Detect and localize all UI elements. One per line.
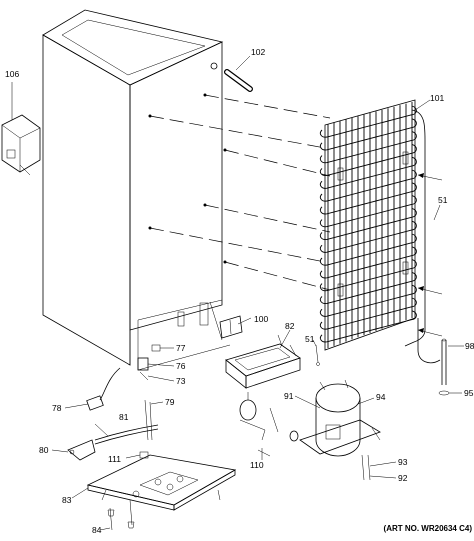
parts-93-92-bolts — [361, 454, 371, 481]
coil-screw-arrows — [417, 173, 443, 337]
part-110-wiring — [239, 392, 299, 457]
coil-loop — [319, 297, 417, 330]
coil-loop — [319, 195, 417, 228]
coil-loop — [319, 118, 417, 151]
callout-81: 81 — [119, 412, 129, 422]
parts-77-76-73 — [137, 344, 161, 381]
callout-91: 91 — [284, 391, 294, 401]
coil-fins — [327, 102, 413, 348]
callout-51-pan: 51 — [305, 334, 315, 344]
callout-98: 98 — [465, 341, 474, 351]
coil-loop — [319, 169, 417, 202]
art-number: (ART NO. WR20634 C4) — [384, 524, 473, 533]
callout-80: 80 — [39, 445, 49, 455]
coil-loop — [319, 284, 417, 317]
part-78-power-cord — [86, 367, 121, 411]
part-106-box — [1, 114, 41, 176]
callout-94: 94 — [376, 392, 386, 402]
coil-loop — [319, 182, 417, 215]
coil-loop — [319, 259, 417, 292]
callout-102: 102 — [251, 47, 265, 57]
callout-110: 110 — [250, 460, 264, 470]
part-84-screws — [107, 499, 135, 531]
leader-lines — [11, 55, 464, 531]
callout-101: 101 — [430, 93, 444, 103]
coil-loop — [319, 310, 417, 343]
callout-83: 83 — [62, 495, 72, 505]
mounting-lines — [148, 93, 331, 291]
part-98-tube — [438, 338, 450, 396]
callout-77: 77 — [176, 343, 186, 353]
part-82-drain-pan — [225, 334, 301, 389]
cabinet — [42, 9, 231, 371]
callout-labels: 106 102 101 51 100 82 51 77 76 73 79 78 … — [5, 47, 474, 535]
coil-loop — [319, 207, 417, 240]
callout-79: 79 — [165, 397, 175, 407]
coil-loop — [319, 271, 417, 304]
callout-111: 111 — [108, 454, 121, 464]
callout-84: 84 — [92, 525, 102, 535]
part-83-base-plate — [86, 451, 237, 511]
coil-loop — [319, 233, 417, 266]
callout-95: 95 — [464, 388, 474, 398]
part-94-compressor — [299, 379, 381, 457]
callout-100: 100 — [254, 314, 268, 324]
callout-78: 78 — [52, 403, 62, 413]
coil-loop — [319, 143, 417, 176]
callout-92: 92 — [398, 473, 408, 483]
coil-loop — [319, 131, 417, 164]
part-102-drier — [210, 62, 253, 92]
coil-loop — [319, 105, 417, 138]
callout-73: 73 — [176, 376, 186, 386]
callout-82: 82 — [285, 321, 295, 331]
callout-93: 93 — [398, 457, 408, 467]
part-80-clamp — [67, 439, 96, 461]
callout-76: 76 — [176, 361, 186, 371]
coil-loops — [319, 105, 417, 343]
callout-51-coil: 51 — [438, 195, 448, 205]
coil-loop — [319, 220, 417, 253]
part-100-bracket — [219, 315, 243, 339]
coil-loop — [319, 246, 417, 279]
callout-106: 106 — [5, 69, 19, 79]
coil-loop — [319, 156, 417, 189]
part-51-screw — [315, 344, 320, 366]
condenser-coil — [319, 99, 441, 364]
parts-81-79-tubing — [94, 399, 159, 445]
